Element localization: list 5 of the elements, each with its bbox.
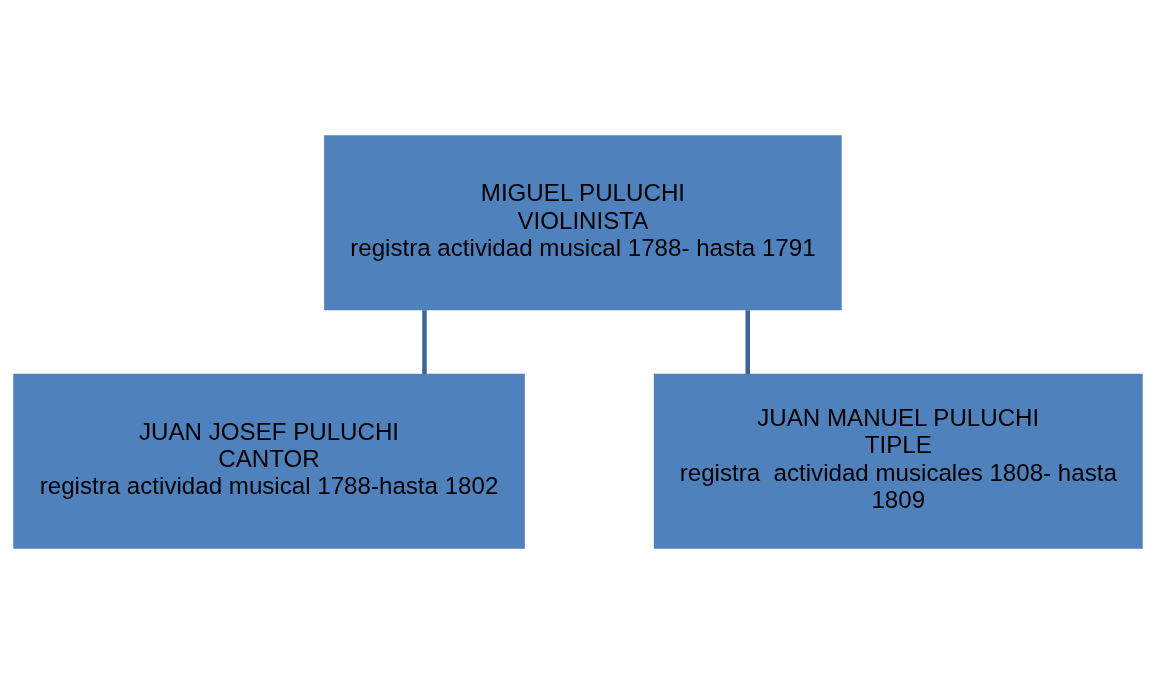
node-box: JUAN MANUEL PULUCHI TIPLE registra actividad musicales 1808- hasta 1809 xyxy=(653,373,1143,549)
node-box: JUAN JOSEF PULUCHI CANTOR registra actividad musical 1788-hasta 1802 xyxy=(13,373,525,549)
node-box: MIGUEL PULUCHI VIOLINISTA registra actividad musical 1788- hasta 1791 xyxy=(324,135,842,311)
connector xyxy=(745,310,750,375)
connector xyxy=(422,310,427,375)
